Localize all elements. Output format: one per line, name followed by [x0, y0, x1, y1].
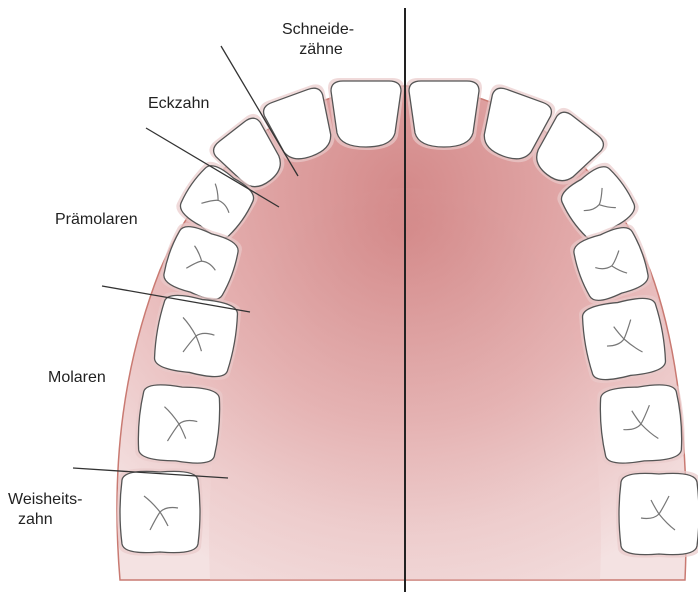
tooth-wisdom-left	[117, 468, 203, 555]
label-weisheitszahn: Weisheits- zahn	[8, 490, 82, 530]
tooth-wisdom-right	[616, 470, 698, 557]
tooth-central-incisor-right	[406, 78, 482, 150]
tooth-molar-2-right	[595, 380, 688, 468]
label-schneidezaehne: Schneide- zähne	[282, 20, 354, 60]
tooth-molar-2-left	[133, 380, 226, 468]
tooth-crown	[331, 81, 401, 147]
tooth-molar-1-right	[576, 292, 673, 387]
tooth-central-incisor-left	[328, 78, 404, 150]
tooth-crown	[409, 81, 479, 147]
label-molaren: Molaren	[48, 368, 106, 388]
label-praemolaren: Prämolaren	[55, 210, 138, 230]
label-eckzahn: Eckzahn	[148, 94, 209, 114]
